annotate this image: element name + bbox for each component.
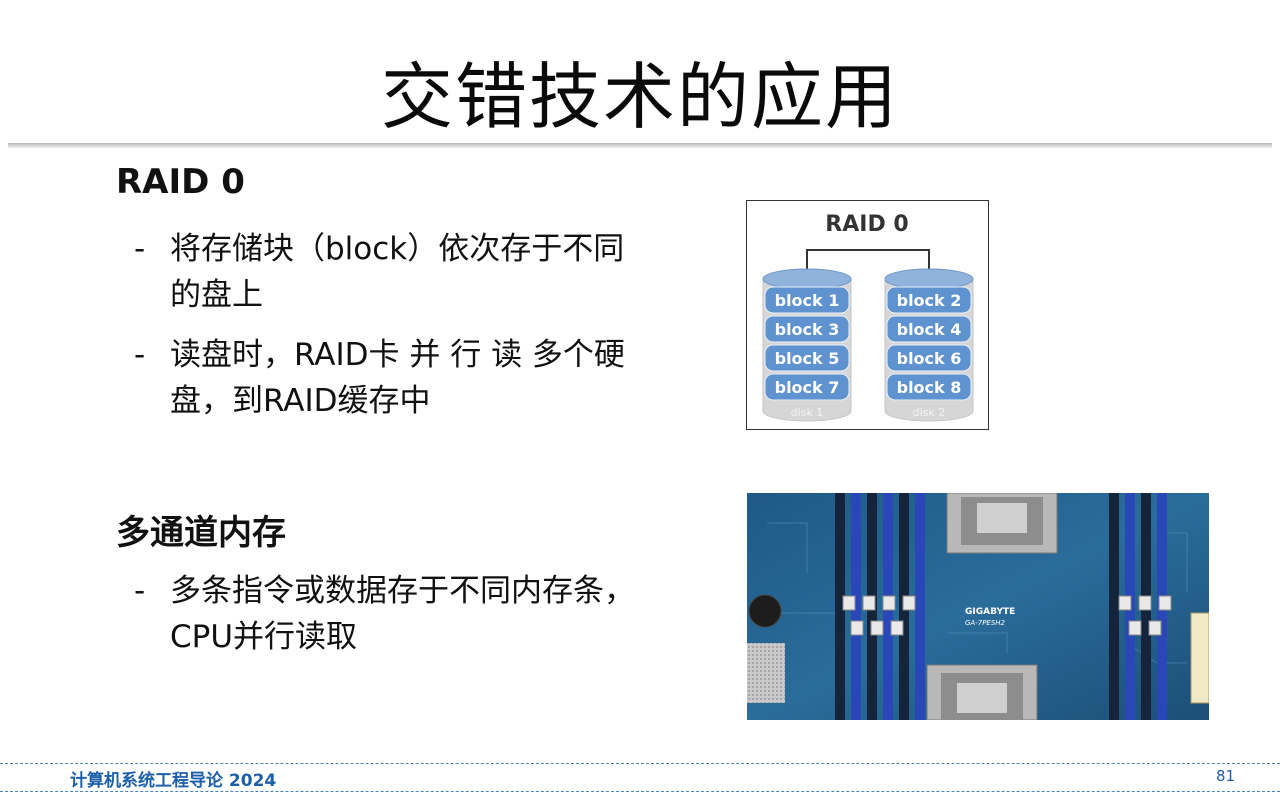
cpu-socket-top	[946, 493, 1058, 554]
bullet-dash: -	[134, 337, 146, 373]
raid0-diagram: RAID 0 block 1 block 3 block 5 block 7 d…	[746, 200, 989, 430]
board-brand: GIGABYTE	[965, 607, 1015, 617]
bullet-raid0-2: - 读盘时，RAID卡 并 行 读 多个硬盘，到RAID缓存中	[134, 332, 654, 424]
motherboard-photo: GIGABYTE GA-7PESH2	[747, 493, 1209, 720]
board-model: GA-7PESH2	[965, 619, 1006, 627]
page-number: 81	[1216, 767, 1236, 785]
block-label: block 8	[897, 378, 962, 397]
block-label: block 2	[897, 291, 962, 310]
footer-rule-top	[0, 763, 1280, 764]
bullet-dash: -	[134, 573, 146, 609]
raid-diagram-title: RAID 0	[825, 212, 908, 237]
bullet-text: 读盘时，RAID卡 并 行 读 多个硬盘，到RAID缓存中	[170, 337, 625, 419]
disk-1: block 1 block 3 block 5 block 7 disk 1	[762, 268, 852, 422]
bullet-text: 多条指令或数据存于不同内存条，CPU并行读取	[170, 573, 635, 655]
cmos-battery	[748, 594, 782, 628]
slide-title: 交错技术的应用	[380, 55, 899, 139]
block-label: block 4	[897, 320, 962, 339]
disk-label: disk 2	[913, 406, 946, 419]
block-label: block 1	[775, 291, 840, 310]
cpu-socket-bottom	[926, 664, 1038, 720]
bullet-text: 将存储块（block）依次存于不同的盘上	[170, 231, 625, 313]
raid-connector	[806, 249, 930, 277]
block-label: block 6	[897, 349, 962, 368]
section-heading-raid0: RAID 0	[116, 162, 245, 202]
disk-2: block 2 block 4 block 6 block 8 disk 2	[884, 268, 974, 422]
footer-rule-bottom	[0, 791, 1280, 792]
block-label: block 5	[775, 349, 840, 368]
chipset-heatsink	[747, 643, 785, 703]
section-heading-multichannel: 多通道内存	[116, 513, 286, 553]
bullet-multichannel-1: - 多条指令或数据存于不同内存条，CPU并行读取	[134, 568, 654, 660]
disk-label: disk 1	[791, 406, 824, 419]
block-label: block 3	[775, 320, 840, 339]
bullet-raid0-1: - 将存储块（block）依次存于不同的盘上	[134, 226, 654, 318]
title-divider	[8, 143, 1272, 148]
power-connector	[1190, 612, 1209, 704]
bullet-dash: -	[134, 231, 146, 267]
footer-course-title: 计算机系统工程导论 2024	[70, 771, 277, 791]
block-label: block 7	[775, 378, 840, 397]
